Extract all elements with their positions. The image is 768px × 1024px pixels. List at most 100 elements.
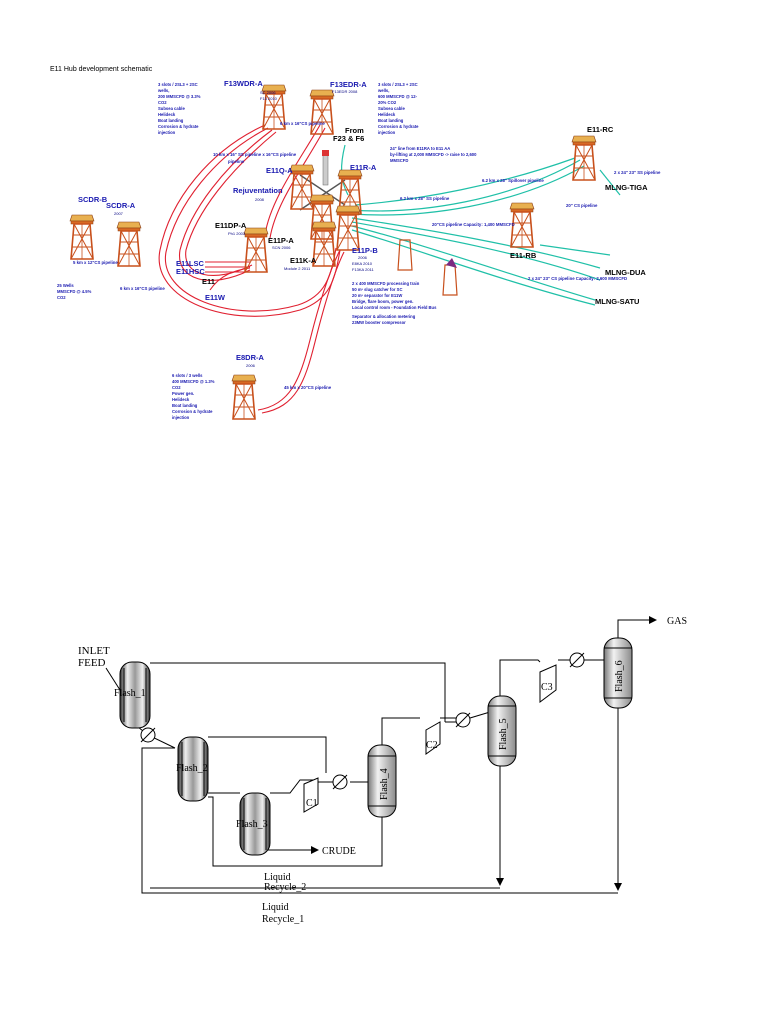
pipe-note-1: 10 km x 16" SS pipeline x 16"CS pipeline <box>213 152 297 157</box>
label-rejuvenation: Rejuventation <box>233 186 283 195</box>
pipe-note-6: 6.2 km x 28" Spillover pipeline <box>482 178 544 183</box>
schematic-title: E11 Hub development schematic <box>50 66 153 73</box>
label-e11q-a: E11Q-A <box>266 166 293 175</box>
label-e11k-a: E11K-A <box>290 256 317 265</box>
year-e11pb-3: F13KA 2011 <box>352 267 374 272</box>
pipe-note-1b: pipeline <box>228 159 245 164</box>
label-e11w: E11W <box>205 293 226 302</box>
pipe-note-11: 45 km x 20"CS pipeline <box>284 385 332 390</box>
hub-schematic: E11 Hub development schematic <box>50 66 661 420</box>
pipe-note-5: 6.2 km x 28" SS pipeline <box>400 196 450 201</box>
label-flash-2: Flash_2 <box>176 763 208 774</box>
label-recycle1-a: Liquid <box>262 902 289 913</box>
platform-scdr-b <box>69 214 95 260</box>
note-f13edr: 3 slots / 2SL3 + 2SC wells, 600 MMSCFD @… <box>377 82 420 135</box>
label-e11p-b: E11P-B <box>352 246 378 255</box>
platform-e11dp-a <box>243 227 269 273</box>
platform-labels: F13WDR-A SC 2006 F13 2010 F13EDR-A F13ED… <box>78 79 648 368</box>
exchanger-1 <box>140 727 156 743</box>
flash-2-vessel <box>177 736 209 802</box>
label-e11r-a: E11R-A <box>350 163 377 172</box>
flash-6-vessel <box>603 637 633 709</box>
platform-e11p-a <box>335 205 361 251</box>
red-pipelines <box>158 124 345 414</box>
platform-scdr-a <box>116 221 142 267</box>
scope-notes: 3 slots / 2SL3 + 2SC wells, 200 MMSCFD @… <box>57 82 478 420</box>
label-c3: C3 <box>541 682 553 693</box>
label-from-2: F23 & F6 <box>333 134 364 143</box>
platform-e8dr-a <box>231 374 257 420</box>
platform-f13edr-a <box>309 89 335 135</box>
note-line: 24" line from E11RA to E11 AA by-lifting… <box>390 146 478 163</box>
year-e11p: SCN 2006 <box>272 245 291 250</box>
label-recycle2-a: Liquid <box>264 872 291 883</box>
year-e11k: Module 2 2011 <box>284 266 311 271</box>
label-mlng-dua: MLNG-DUA <box>605 268 646 277</box>
rejuv-year: 2008 <box>255 197 265 202</box>
compressor-c2 <box>425 721 441 755</box>
label-e11-rb: E11-RB <box>510 251 537 260</box>
platform-e11-rc <box>571 135 597 181</box>
process-flow-diagram <box>105 616 657 894</box>
flash-4-vessel <box>367 744 397 818</box>
label-scdr-a: SCDR-A <box>106 201 136 210</box>
pipe-note-10: 2 x 24" 23" CS pipeline Capacity: 2,600 … <box>528 276 627 281</box>
compressor-c1 <box>303 777 319 813</box>
year-e11dp: Ph1 2003 <box>228 231 246 236</box>
label-e8dr-a: E8DR-A <box>236 353 265 362</box>
label-recycle1-b: Recycle_1 <box>262 914 304 925</box>
label-e11dp-a: E11DP-A <box>215 221 247 230</box>
label-e11p-a: E11P-A <box>268 236 294 245</box>
label-mlng-tiga: MLNG-TIGA <box>605 183 648 192</box>
label-flash-6: Flash_6 <box>614 660 625 692</box>
label-scdr-b: SCDR-B <box>78 195 108 204</box>
teal-pipelines <box>341 144 621 306</box>
label-c1: C1 <box>306 798 318 809</box>
label-c2: C2 <box>426 740 438 751</box>
pipe-note-8: 20" CS pipeline <box>566 203 598 208</box>
pipe-note-4: 6 km x 16"CS pipeline <box>120 286 165 291</box>
year-f13wdr-2: F13 2010 <box>260 96 278 101</box>
label-crude: CRUDE <box>322 846 356 857</box>
year-scdr-a: 2007 <box>114 211 124 216</box>
label-flash-5: Flash_5 <box>498 718 509 750</box>
process-labels: INLET FEED Flash_1 Flash_2 Flash_3 Flash… <box>78 616 687 925</box>
label-recycle2-b: Recycle_2 <box>264 882 306 893</box>
label-flash-1: Flash_1 <box>114 688 146 699</box>
exchanger-4 <box>569 652 585 668</box>
year-f13edr: F13EDR 2008 <box>332 89 358 94</box>
label-e11: E11 <box>202 277 215 286</box>
label-gas: GAS <box>667 616 687 627</box>
label-e11lsc: E11LSC <box>176 259 205 268</box>
year-e11pb-2: E8KA 2010 <box>352 261 373 266</box>
pipe-note-2: 6 km x 16"CS pipeline <box>280 121 325 126</box>
exchanger-3 <box>455 712 471 728</box>
label-feed: FEED <box>78 657 106 669</box>
minor-structures <box>322 150 458 296</box>
label-mlng-satu: MLNG-SATU <box>595 297 639 306</box>
label-inlet: INLET <box>78 645 110 657</box>
label-f13wdr-a: F13WDR-A <box>224 79 263 88</box>
flash-5-vessel <box>487 695 517 767</box>
pipe-note-7: 20"CS pipeline Capacity: 1,400 MMSCFD <box>432 222 515 227</box>
label-flash-3: Flash_3 <box>236 819 268 830</box>
label-f13edr-a: F13EDR-A <box>330 80 367 89</box>
label-flash-4: Flash_4 <box>379 768 390 800</box>
year-f13wdr: SC 2006 <box>260 90 276 95</box>
pipe-note-3: 5 km x 12"CS pipeline <box>73 260 118 265</box>
note-f13wdr: 3 slots / 2SL3 + 2SC wells, 200 MMSCFD @… <box>157 82 202 135</box>
label-e11-rc: E11-RC <box>587 125 614 134</box>
process-streams <box>105 616 657 894</box>
exchanger-2 <box>332 774 348 790</box>
platform-e11r-a-2 <box>309 194 335 240</box>
label-e11hsc: E11HSC <box>176 267 205 276</box>
label-from: From <box>345 126 364 135</box>
compressor-c3 <box>539 664 557 703</box>
year-e11pb-1: 2006 <box>358 255 368 260</box>
note-scdr: 25 Wells MMSCFD @ 4.5% CO2 <box>57 283 93 300</box>
year-e8dr: 2006 <box>246 363 256 368</box>
pipeline-notes: 10 km x 16" SS pipeline x 16"CS pipeline… <box>73 121 661 390</box>
pipe-note-9: 2 x 24" 23" SS pipeline <box>614 170 661 175</box>
flash-1-vessel <box>119 661 151 729</box>
